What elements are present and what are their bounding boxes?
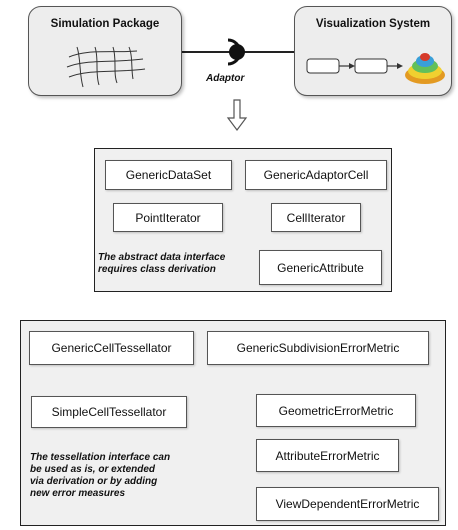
data-interface-note-line1: The abstract data interface xyxy=(98,252,226,263)
tessellation-note-line2: be used as is, or extended xyxy=(30,464,156,475)
down-arrow-icon xyxy=(226,99,248,131)
tessellation-note: The tessellation interface can be used a… xyxy=(30,452,230,500)
tessellation-note-line4: new error measures xyxy=(30,488,126,499)
class-simple-cell-tessellator: SimpleCellTessellator xyxy=(31,396,187,428)
class-generic-data-set: GenericDataSet xyxy=(105,160,232,190)
adaptor-socket-icon xyxy=(227,38,245,66)
class-attribute-error-metric: AttributeErrorMetric xyxy=(256,439,399,472)
class-view-dependent-error-metric: ViewDependentErrorMetric xyxy=(256,487,439,521)
mesh-icon xyxy=(66,46,146,88)
simulation-package-title: Simulation Package xyxy=(50,18,160,30)
tessellation-note-line1: The tessellation interface can xyxy=(30,452,171,463)
class-point-iterator: PointIterator xyxy=(113,203,223,232)
data-interface-note-line2: requires class derivation xyxy=(98,264,216,275)
class-generic-attribute: GenericAttribute xyxy=(259,250,382,285)
class-geometric-error-metric: GeometricErrorMetric xyxy=(256,394,416,427)
pipeline-icon xyxy=(306,53,445,84)
simulation-package-box: Simulation Package xyxy=(28,6,182,96)
class-generic-adaptor-cell: GenericAdaptorCell xyxy=(245,160,387,190)
data-interface-note: The abstract data interface requires cla… xyxy=(98,252,256,276)
visualization-system-title: Visualization System xyxy=(315,18,431,30)
class-generic-subdivision-error-metric: GenericSubdivisionErrorMetric xyxy=(207,331,429,365)
visualization-system-box: Visualization System xyxy=(294,6,452,96)
class-cell-iterator: CellIterator xyxy=(271,203,361,232)
adaptor-label: Adaptor xyxy=(206,73,245,84)
tessellation-note-line3: via derivation or by adding xyxy=(30,476,158,487)
class-generic-cell-tessellator: GenericCellTessellator xyxy=(29,331,194,365)
